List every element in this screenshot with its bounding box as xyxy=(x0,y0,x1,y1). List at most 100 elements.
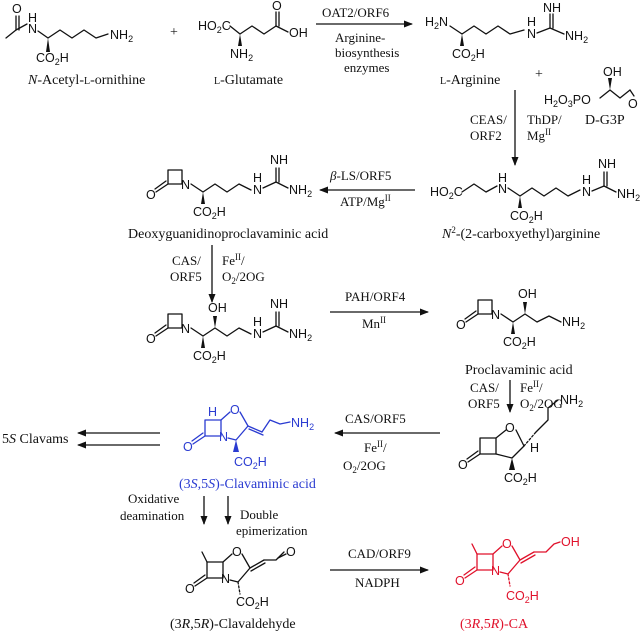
svg-text:NH2: NH2 xyxy=(291,416,314,432)
svg-text:HO2C: HO2C xyxy=(198,19,231,35)
svg-text:O: O xyxy=(455,574,465,588)
svg-text:NH2: NH2 xyxy=(289,327,312,343)
plus-sign-1: + xyxy=(170,25,178,40)
label-proclavaminic-acid: Proclavaminic acid xyxy=(465,363,573,378)
svg-text:CO2H: CO2H xyxy=(193,349,226,365)
svg-text:NH2: NH2 xyxy=(565,29,588,45)
cond-cas-1: CAS/ xyxy=(172,253,201,268)
label-l-glutamate: l-Glutamate xyxy=(214,73,283,88)
svg-text:Arginine-: Arginine- xyxy=(335,30,385,45)
svg-text:N: N xyxy=(498,182,507,196)
svg-text:O: O xyxy=(146,188,156,202)
svg-text:N: N xyxy=(582,185,591,199)
svg-text:OH: OH xyxy=(518,287,537,301)
svg-text:ORF2: ORF2 xyxy=(470,128,502,143)
svg-text:H2N: H2N xyxy=(425,15,448,31)
structure-dgpc: O N CO2H H N NH NH2 xyxy=(146,153,312,221)
structure-glutamate: HO2C O OH NH2 xyxy=(198,0,308,63)
svg-text:ThDP/: ThDP/ xyxy=(527,112,562,127)
cond-oat2: OAT2/ORF6 xyxy=(322,5,390,20)
svg-text:N: N xyxy=(28,22,37,36)
svg-text:N: N xyxy=(253,327,262,341)
label-carboxyethylarginine: N2-(2-carboxyethyl)arginine xyxy=(441,225,600,242)
cond-beta-ls: β-LS/ORF5 xyxy=(329,168,391,183)
svg-text:H: H xyxy=(253,315,262,329)
svg-text:OH: OH xyxy=(289,26,308,40)
svg-text:O: O xyxy=(502,537,512,551)
label-deoxyguanidinoproclavaminic-acid: Deoxyguanidinoproclavaminic acid xyxy=(128,227,328,242)
cond-cas-2: CAS/ xyxy=(470,380,499,395)
svg-text:O: O xyxy=(456,318,466,332)
svg-text:NH2: NH2 xyxy=(617,187,640,203)
svg-text:N: N xyxy=(219,430,228,444)
svg-text:CO2H: CO2H xyxy=(36,51,69,67)
svg-text:deamination: deamination xyxy=(120,508,185,523)
svg-text:H: H xyxy=(527,15,536,29)
svg-text:MnII: MnII xyxy=(362,315,386,331)
svg-text:O: O xyxy=(286,545,296,559)
svg-text:CO2H: CO2H xyxy=(506,589,539,605)
cond-pah: PAH/ORF4 xyxy=(345,289,406,304)
label-n-acetyl-l-ornithine: N-Acetyl-l-ornithine xyxy=(27,73,145,88)
svg-text:N: N xyxy=(181,322,190,336)
structure-acetylornithine: O H N NH2 CO2H xyxy=(5,2,133,67)
svg-text:FeII/: FeII/ xyxy=(222,252,245,268)
svg-text:CO2H: CO2H xyxy=(236,595,269,611)
label-5s-clavams: 5S Clavams xyxy=(2,432,69,447)
svg-text:MgII: MgII xyxy=(527,127,551,143)
structure-carboxyethylarginine: HO2C H N CO2H H N NH NH2 xyxy=(430,157,640,225)
svg-text:FeII/: FeII/ xyxy=(364,439,387,455)
svg-text:H2O3PO: H2O3PO xyxy=(544,93,591,109)
svg-text:NH: NH xyxy=(270,297,288,311)
svg-text:HO2C: HO2C xyxy=(430,185,463,201)
svg-text:NH2: NH2 xyxy=(110,28,133,44)
cond-oxidative-deamination: Oxidative xyxy=(128,491,179,506)
svg-text:O: O xyxy=(505,421,515,435)
svg-text:OH: OH xyxy=(603,65,622,79)
cond-double-epimerization: Double xyxy=(240,507,279,522)
svg-text:epimerization: epimerization xyxy=(236,523,308,538)
svg-text:NH: NH xyxy=(270,153,288,167)
svg-text:CO2H: CO2H xyxy=(504,471,537,487)
structure-clavaminic-acid: O N O NH2 CO2H H xyxy=(183,403,314,471)
svg-text:O2/2OG: O2/2OG xyxy=(520,396,563,413)
svg-text:CO2H: CO2H xyxy=(234,455,267,471)
svg-text:O: O xyxy=(230,403,240,417)
svg-text:H: H xyxy=(530,441,539,455)
svg-text:NH2: NH2 xyxy=(560,393,583,409)
svg-text:NADPH: NADPH xyxy=(355,575,400,590)
structure-arginine: H2N CO2H H N NH NH2 xyxy=(425,1,588,63)
svg-text:O: O xyxy=(146,332,156,346)
svg-text:N: N xyxy=(527,27,536,41)
svg-text:O: O xyxy=(232,545,242,559)
svg-text:CO2H: CO2H xyxy=(503,335,536,351)
svg-text:H: H xyxy=(582,173,591,187)
svg-text:H: H xyxy=(208,405,217,419)
svg-text:N: N xyxy=(181,178,190,192)
svg-text:CO2H: CO2H xyxy=(510,209,543,225)
svg-text:NH2: NH2 xyxy=(289,183,312,199)
label-d-g3p: D-G3P xyxy=(585,113,625,128)
structure-d-g3p: H2O3PO O OH xyxy=(544,65,638,111)
structure-dihydroclavaminic-acid: O O CO2H H NH2 xyxy=(458,393,583,487)
svg-text:ORF5: ORF5 xyxy=(468,396,500,411)
svg-text:CO2H: CO2H xyxy=(193,205,226,221)
svg-text:NH2: NH2 xyxy=(562,315,585,331)
svg-text:ATP/MgII: ATP/MgII xyxy=(340,193,391,209)
svg-text:ORF5: ORF5 xyxy=(170,269,202,284)
svg-text:NH2: NH2 xyxy=(230,47,253,63)
svg-text:O: O xyxy=(183,440,193,454)
plus-sign-2: + xyxy=(535,67,543,82)
svg-text:N: N xyxy=(491,564,500,578)
cond-cas-3: CAS/ORF5 xyxy=(345,411,406,426)
label-clavaldehyde: (3R,5R)-Clavaldehyde xyxy=(170,617,296,632)
label-l-arginine: l-Arginine xyxy=(440,73,500,88)
structure-proclavaminic-acid: O N CO2H OH NH2 xyxy=(456,287,585,351)
svg-text:O: O xyxy=(458,458,468,472)
svg-text:O2/2OG: O2/2OG xyxy=(343,458,386,475)
svg-text:O2/2OG: O2/2OG xyxy=(222,269,265,286)
svg-text:N: N xyxy=(491,308,500,322)
svg-text:FeII/: FeII/ xyxy=(520,379,543,395)
cond-ceas: CEAS/ xyxy=(470,112,507,127)
